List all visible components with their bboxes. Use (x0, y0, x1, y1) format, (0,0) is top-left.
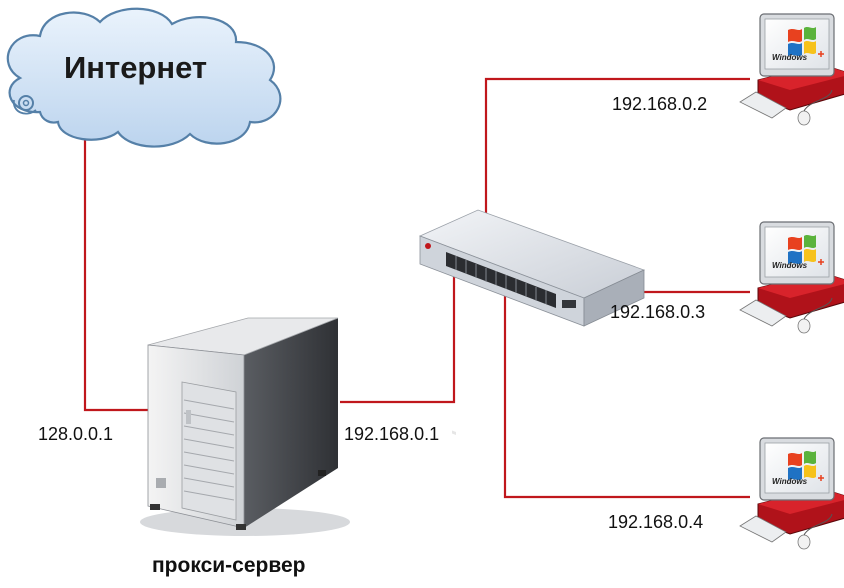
computer-icon (739, 221, 844, 334)
client-ip-3: 192.168.0.4 (608, 512, 704, 532)
server-icon (140, 317, 350, 536)
link-switch-client-3 (503, 292, 750, 499)
link-proxy-switch (340, 266, 456, 404)
switch-icon (418, 209, 646, 436)
proxy-caption: прокси-сервер (152, 554, 306, 577)
client-ip-1: 192.168.0.2 (612, 94, 708, 114)
internet-label: Интернет (64, 50, 208, 85)
cloud-icon (6, 7, 282, 148)
computer-icon (739, 437, 844, 550)
link-internet-proxy (83, 125, 152, 412)
proxy-external-ip: 128.0.0.1 (38, 424, 114, 444)
proxy-internal-ip: 192.168.0.1 (344, 424, 440, 444)
link-switch-client-1 (484, 77, 750, 262)
client-ip-2: 192.168.0.3 (610, 302, 706, 322)
computer-icon (739, 13, 844, 126)
